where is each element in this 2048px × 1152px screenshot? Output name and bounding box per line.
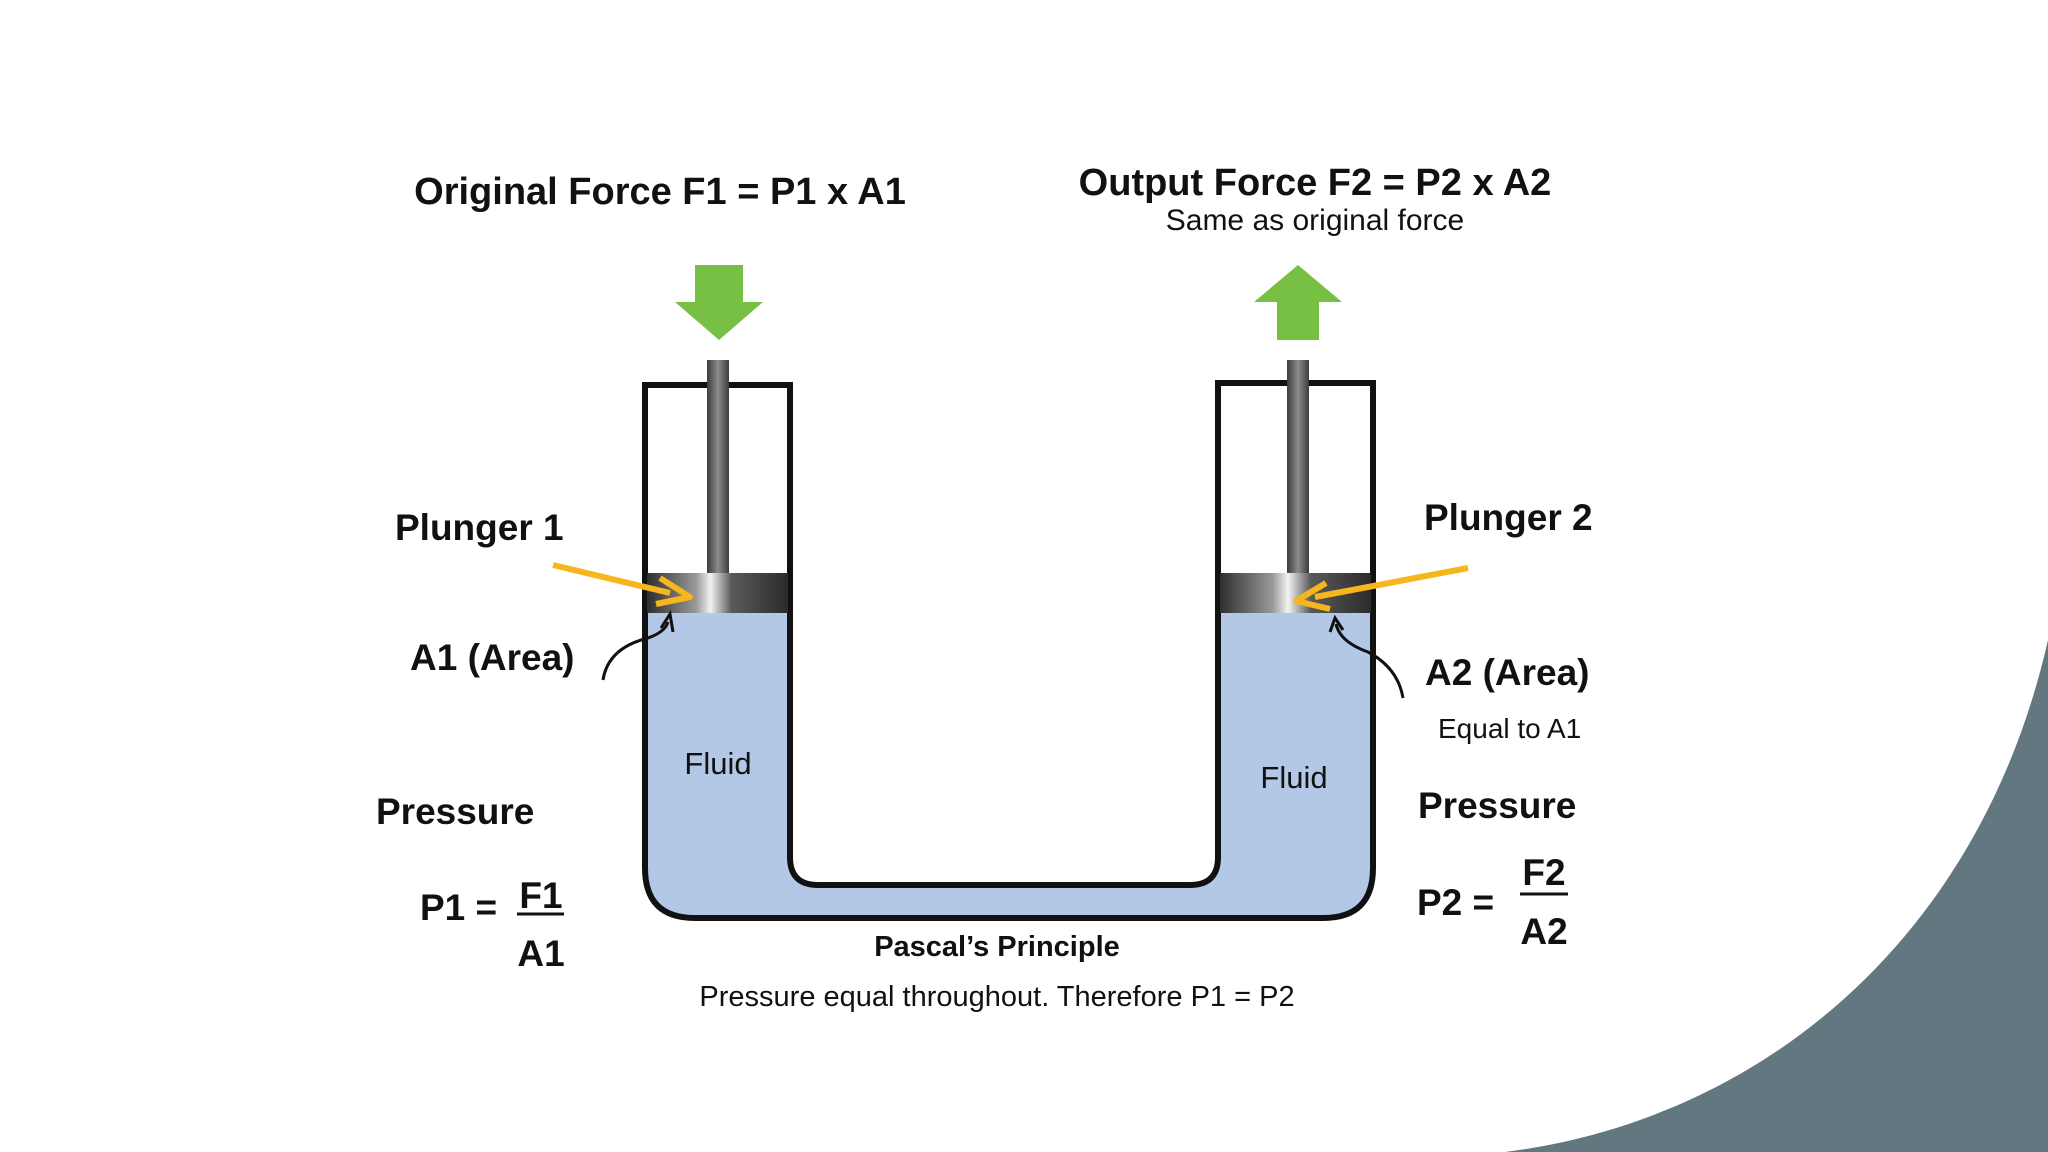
vessel-inner-outline — [787, 383, 1221, 888]
vessel-outline — [642, 383, 1376, 921]
pointer-arrow-icon — [1293, 565, 1469, 612]
pointer-arrow-icon — [552, 562, 693, 607]
left-pressure-heading: Pressure — [376, 791, 534, 832]
pascal-principle-title: Pascal’s Principle — [874, 931, 1120, 963]
curved-arrow-icon — [601, 609, 675, 681]
p1-formula-numerator: F1 — [519, 875, 562, 916]
right-fluid-label: Fluid — [1260, 760, 1327, 795]
right-plunger-rod — [1287, 360, 1309, 575]
left-force-title: Original Force F1 = P1 x A1 — [414, 171, 906, 213]
a1-area-label: A1 (Area) — [410, 637, 575, 678]
p1-formula-lhs: P1 = — [420, 887, 497, 928]
corner-shape — [1505, 0, 2048, 1152]
right-force-title: Output Force F2 = P2 x A2 — [1079, 162, 1552, 204]
down-arrow-icon — [675, 265, 763, 340]
up-arrow-icon — [1254, 265, 1342, 340]
right-pressure-heading: Pressure — [1418, 785, 1576, 826]
p2-formula-denominator: A2 — [1520, 911, 1567, 952]
fluid-body — [645, 610, 1373, 918]
a2-area-label: A2 (Area) — [1425, 652, 1590, 693]
left-fluid-label: Fluid — [684, 746, 751, 781]
left-plunger — [647, 573, 788, 613]
plunger-1-label: Plunger 1 — [395, 507, 564, 548]
right-force-subtitle: Same as original force — [1166, 204, 1464, 237]
a2-area-note: Equal to A1 — [1438, 713, 1581, 744]
curved-arrow-icon — [1328, 614, 1405, 699]
p1-formula-denominator: A1 — [517, 933, 564, 974]
p2-formula-numerator: F2 — [1522, 852, 1565, 893]
pascal-principle-text: Pressure equal throughout. Therefore P1 … — [699, 981, 1294, 1013]
plunger-2-label: Plunger 2 — [1424, 497, 1593, 538]
p2-formula-lhs: P2 = — [1417, 882, 1494, 923]
left-plunger-rod — [707, 360, 729, 575]
